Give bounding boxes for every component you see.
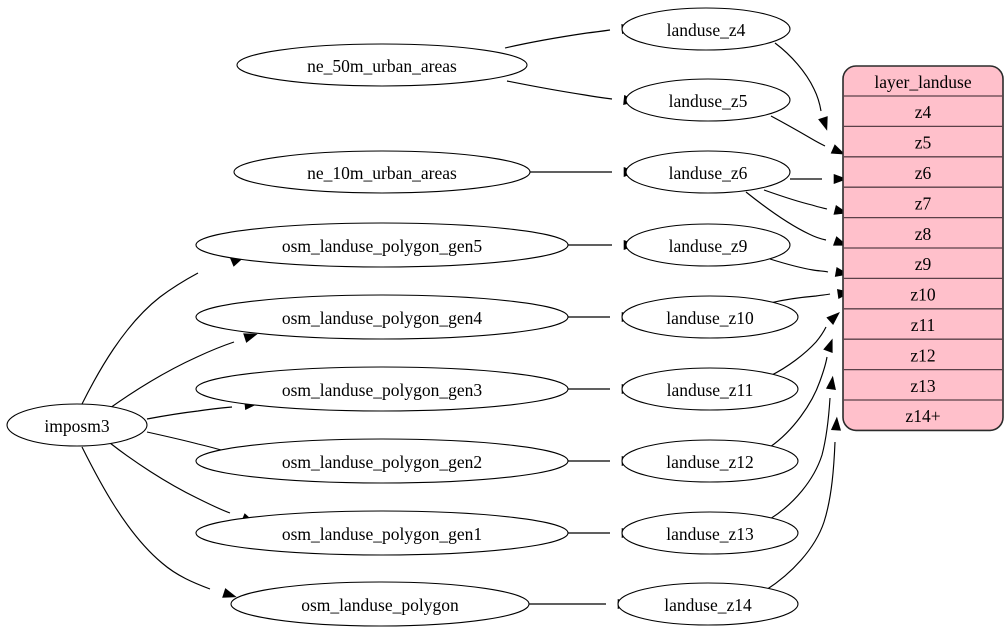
node-landuse_z11[interactable]: landuse_z11 xyxy=(621,367,799,411)
node-landuse_z10[interactable]: landuse_z10 xyxy=(621,295,799,339)
nodes-layer: imposm3 ne_50m_urban_areas ne_10m_urban_ar… xyxy=(6,7,799,627)
node-landuse_z9[interactable]: landuse_z9 xyxy=(625,223,791,267)
table-ellipse xyxy=(195,294,569,340)
source-ellipse xyxy=(233,150,531,194)
edge-ne_50m_urban_areas-to-landuse_z5 xyxy=(506,80,638,105)
node-label: osm_landuse_polygon xyxy=(301,595,459,615)
arrowhead xyxy=(830,416,841,431)
view-ellipse xyxy=(621,367,799,411)
node-label: landuse_z6 xyxy=(669,163,748,183)
view-ellipse xyxy=(625,223,791,267)
view-ellipse xyxy=(621,511,799,555)
table-row-label: z12 xyxy=(910,345,935,365)
node-landuse_z12[interactable]: landuse_z12 xyxy=(621,439,799,483)
edge-landuse_z4-to-layer_landuse-z4 xyxy=(774,42,828,131)
table-row-label: z10 xyxy=(910,285,936,305)
view-ellipse xyxy=(621,295,799,339)
view-ellipse xyxy=(621,7,791,51)
edge-osm_landuse_polygon-to-landuse_z14 xyxy=(529,598,632,610)
node-label: osm_landuse_polygon_gen2 xyxy=(282,452,482,472)
node-label: landuse_z5 xyxy=(669,91,748,111)
edge-ne_10m_urban_areas-to-landuse_z6 xyxy=(530,166,638,178)
node-label: landuse_z10 xyxy=(666,308,754,328)
table-row-label: z14+ xyxy=(905,406,940,426)
node-osm_landuse_polygon_gen1[interactable]: osm_landuse_polygon_gen1 xyxy=(195,510,569,556)
view-ellipse xyxy=(625,78,791,122)
edge-landuse_z14-to-layer_landuse-z14 xyxy=(765,416,841,591)
table-ellipse xyxy=(230,581,530,627)
node-label: landuse_z13 xyxy=(666,524,754,544)
edge-landuse_z11-to-layer_landuse-z11 xyxy=(769,312,840,377)
layer-landuse-table[interactable]: layer_landuse z4 z5 z6 z7 z8 z9 z10 z11 z12 z13 z14… xyxy=(842,65,1004,432)
node-landuse_z13[interactable]: landuse_z13 xyxy=(621,511,799,555)
table-row-label: z4 xyxy=(915,102,932,122)
edge-landuse_z10-to-layer_landuse-z10 xyxy=(769,289,852,304)
edge-imposm3-to-osm_landuse_polygon_gen4 xyxy=(109,333,258,409)
source-ellipse xyxy=(6,403,148,447)
table-row-label: z9 xyxy=(915,254,932,274)
arrowhead xyxy=(823,338,833,354)
node-label: ne_50m_urban_areas xyxy=(307,56,457,76)
node-landuse_z4[interactable]: landuse_z4 xyxy=(621,7,791,51)
node-label: osm_landuse_polygon_gen1 xyxy=(282,524,482,544)
table-row-label: z7 xyxy=(915,193,932,213)
arrowhead xyxy=(825,375,836,390)
view-ellipse xyxy=(625,150,791,194)
node-landuse_z6[interactable]: landuse_z6 xyxy=(625,150,791,194)
edge-landuse_z6-to-layer_landuse-z7 xyxy=(763,189,848,215)
node-label: osm_landuse_polygon_gen5 xyxy=(282,236,483,256)
node-label: osm_landuse_polygon_gen3 xyxy=(282,380,483,400)
edge-imposm3-to-osm_landuse_polygon xyxy=(81,446,237,598)
edge-landuse_z6-to-layer_landuse-z6 xyxy=(790,173,848,185)
node-label: landuse_z14 xyxy=(664,595,752,615)
arrowhead xyxy=(830,144,846,155)
arrowhead xyxy=(243,333,258,343)
view-ellipse xyxy=(617,582,799,626)
arrowhead xyxy=(222,588,237,598)
node-osm_landuse_polygon[interactable]: osm_landuse_polygon xyxy=(230,581,530,627)
table-row-label: z6 xyxy=(915,163,932,183)
arrowhead xyxy=(818,116,828,131)
table-ellipse xyxy=(195,222,569,268)
node-label: ne_10m_urban_areas xyxy=(307,163,457,183)
node-osm_landuse_polygon_gen2[interactable]: osm_landuse_polygon_gen2 xyxy=(195,438,569,484)
edge-landuse_z9-to-layer_landuse-z9 xyxy=(769,258,850,277)
node-imposm3[interactable]: imposm3 xyxy=(6,403,148,447)
node-label: landuse_z9 xyxy=(669,236,748,256)
node-label: landuse_z11 xyxy=(667,380,754,400)
source-ellipse xyxy=(236,43,528,87)
arrowhead xyxy=(833,173,848,185)
table-row-label: z11 xyxy=(911,315,936,335)
node-osm_landuse_polygon_gen3[interactable]: osm_landuse_polygon_gen3 xyxy=(195,366,569,412)
edge-landuse_z12-to-layer_landuse-z12 xyxy=(769,338,833,448)
table-ellipse xyxy=(195,366,569,412)
node-osm_landuse_polygon_gen5[interactable]: osm_landuse_polygon_gen5 xyxy=(195,222,569,268)
node-label: landuse_z4 xyxy=(667,20,746,40)
edge-landuse_z13-to-layer_landuse-z13 xyxy=(769,375,836,520)
table-ellipse xyxy=(195,510,569,556)
table-row-label: z5 xyxy=(915,133,932,153)
node-ne_50m_urban_areas[interactable]: ne_50m_urban_areas xyxy=(236,43,528,87)
table-row-label: z8 xyxy=(915,224,932,244)
node-label: landuse_z12 xyxy=(666,452,753,472)
edge-landuse_z5-to-layer_landuse-z5 xyxy=(770,115,846,155)
table-ellipse xyxy=(195,438,569,484)
node-landuse_z14[interactable]: landuse_z14 xyxy=(617,582,799,626)
table-row-label: z13 xyxy=(910,376,936,396)
table-title: layer_landuse xyxy=(874,72,971,92)
arrowhead xyxy=(826,312,840,325)
node-label: imposm3 xyxy=(44,416,109,436)
node-label: osm_landuse_polygon_gen4 xyxy=(282,308,483,328)
node-ne_10m_urban_areas[interactable]: ne_10m_urban_areas xyxy=(233,150,531,194)
node-landuse_z5[interactable]: landuse_z5 xyxy=(625,78,791,122)
edge-ne_50m_urban_areas-to-landuse_z4 xyxy=(504,24,636,49)
view-ellipse xyxy=(621,439,799,483)
node-osm_landuse_polygon_gen4[interactable]: osm_landuse_polygon_gen4 xyxy=(195,294,569,340)
